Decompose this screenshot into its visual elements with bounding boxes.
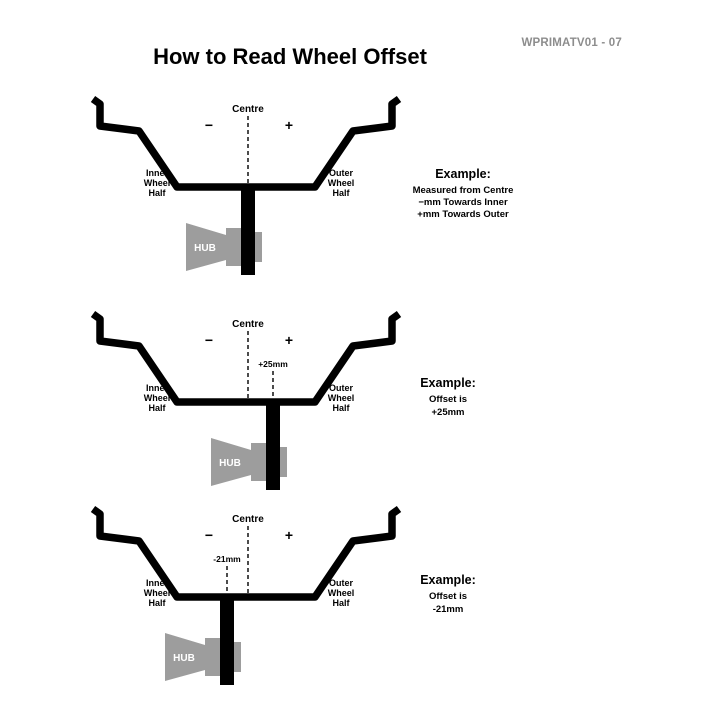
inner-half-label: Inner xyxy=(146,168,169,178)
inner-half-label: Wheel xyxy=(144,588,171,598)
wheel-profile xyxy=(90,310,402,406)
outer-half-label: Outer xyxy=(329,578,354,588)
hub-horn xyxy=(211,438,251,486)
diagram-positive-offset: Centre − + +25mm Inner Wheel Half Outer … xyxy=(90,310,476,490)
mount-bar xyxy=(220,595,234,685)
example-title: Example: xyxy=(435,167,491,181)
example-title: Example: xyxy=(420,376,476,390)
hub-label: HUB xyxy=(194,243,216,254)
diagram-centre-reference: Centre − + Inner Wheel Half Outer Wheel … xyxy=(90,95,514,275)
minus-sign: − xyxy=(205,117,213,133)
inner-half-label: Wheel xyxy=(144,393,171,403)
centre-label: Centre xyxy=(232,514,264,525)
hub-label: HUB xyxy=(219,458,241,469)
plus-sign: + xyxy=(285,527,293,543)
hub-nub xyxy=(234,642,241,672)
inner-half-label: Half xyxy=(148,403,166,413)
inner-half-label: Inner xyxy=(146,578,169,588)
offset-value-label: -21mm xyxy=(213,554,241,564)
example-line: Offset is xyxy=(429,394,467,405)
hub-horn xyxy=(186,223,226,271)
hub-nub xyxy=(280,447,287,477)
outer-half-label: Half xyxy=(332,598,350,608)
hub-horn xyxy=(165,633,205,681)
wheel-profile xyxy=(90,505,402,601)
outer-half-label: Wheel xyxy=(328,178,355,188)
centre-label: Centre xyxy=(232,319,264,330)
example-line: −mm Towards Inner xyxy=(418,197,508,208)
outer-half-label: Half xyxy=(332,403,350,413)
example-line: Offset is xyxy=(429,591,467,602)
plus-sign: + xyxy=(285,332,293,348)
minus-sign: − xyxy=(205,332,213,348)
outer-half-label: Outer xyxy=(329,383,354,393)
mount-bar xyxy=(241,185,255,275)
doc-code: WPRIMATV01 - 07 xyxy=(521,37,622,49)
hub-plate xyxy=(226,228,241,266)
inner-half-label: Half xyxy=(148,188,166,198)
example-line: +25mm xyxy=(431,407,464,418)
offset-value-label: +25mm xyxy=(258,359,288,369)
centre-label: Centre xyxy=(232,104,264,115)
example-line: +mm Towards Outer xyxy=(417,209,509,220)
minus-sign: − xyxy=(205,527,213,543)
example-title: Example: xyxy=(420,573,476,587)
inner-half-label: Inner xyxy=(146,383,169,393)
diagram-negative-offset: Centre − + -21mm Inner Wheel Half Outer … xyxy=(90,505,476,685)
hub-label: HUB xyxy=(173,653,195,664)
inner-half-label: Wheel xyxy=(144,178,171,188)
inner-half-label: Half xyxy=(148,598,166,608)
hub-plate xyxy=(251,443,266,481)
page-title: How to Read Wheel Offset xyxy=(153,44,427,69)
mount-bar xyxy=(266,400,280,490)
outer-half-label: Outer xyxy=(329,168,354,178)
example-line: Measured from Centre xyxy=(413,185,514,196)
hub-nub xyxy=(255,232,262,262)
hub-plate xyxy=(205,638,220,676)
outer-half-label: Wheel xyxy=(328,393,355,403)
example-line: -21mm xyxy=(433,604,464,615)
plus-sign: + xyxy=(285,117,293,133)
outer-half-label: Wheel xyxy=(328,588,355,598)
outer-half-label: Half xyxy=(332,188,350,198)
